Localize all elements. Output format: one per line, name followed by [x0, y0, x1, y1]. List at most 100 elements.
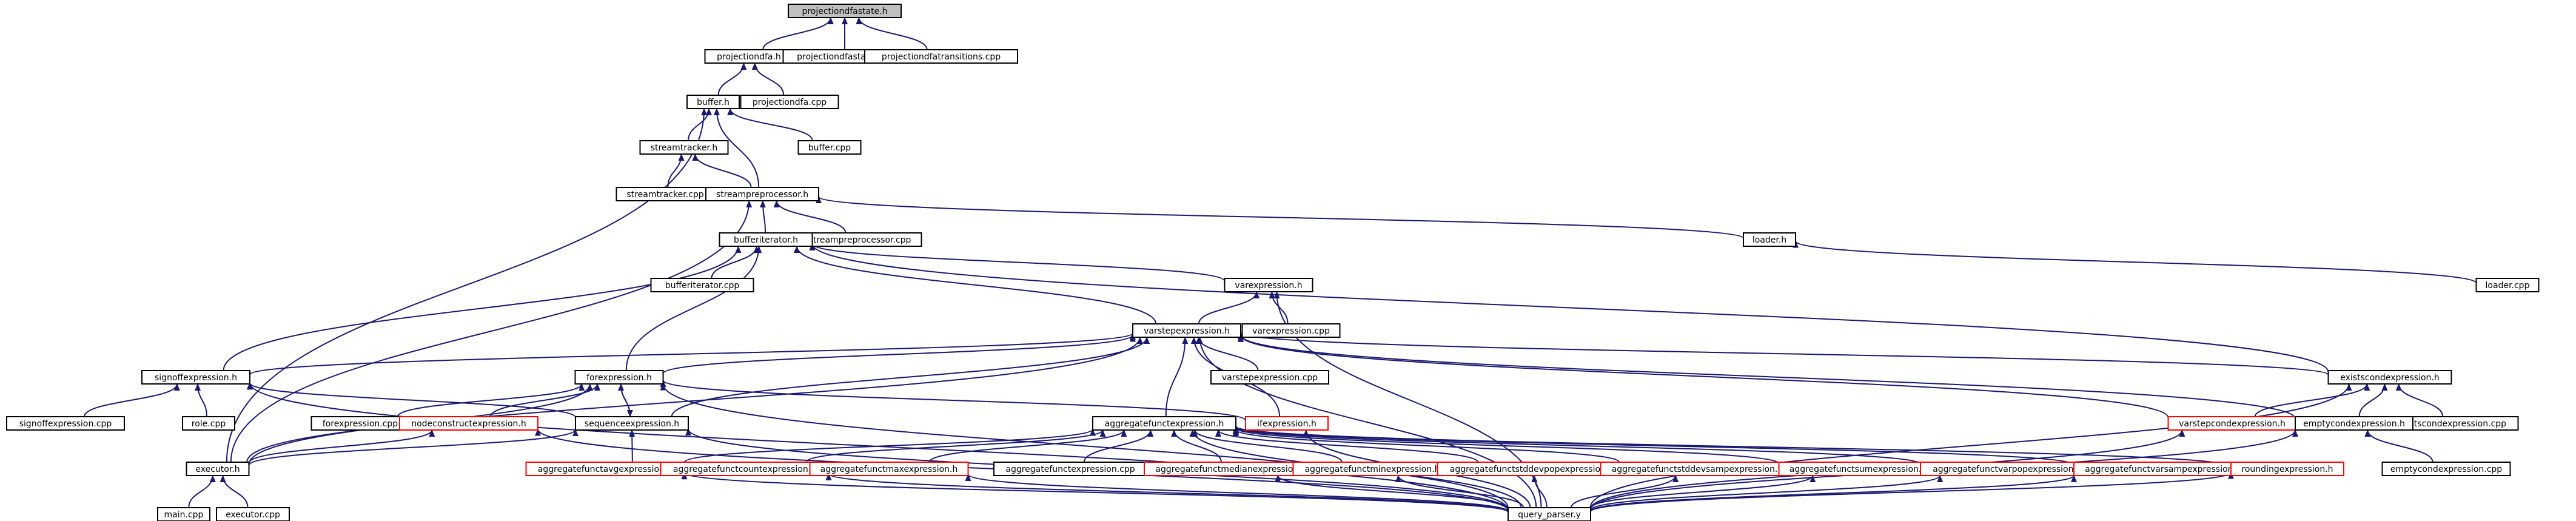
node-agg-varpop-h[interactable]: aggregatefunctvarpopexpression.h [1920, 462, 2095, 476]
node-label: streampreprocessor.cpp [809, 235, 911, 245]
node-box [1224, 278, 1313, 292]
node-label: streampreprocessor.h [716, 190, 808, 200]
nodes-layer: projectiondfastate.h projectiondfa.h proje… [6, 4, 2540, 521]
edge-query-parser-to-agg-median-h [1275, 475, 1509, 509]
node-label: aggregatefunctvarpopexpression.h [1933, 465, 2082, 474]
node-box [157, 507, 210, 521]
edge-forexpr-h-to-varstep-h [662, 334, 1136, 374]
node-streampre-h[interactable]: streampreprocessor.h [705, 187, 819, 201]
node-varexpr-cpp[interactable]: varexpression.cpp [1241, 323, 1341, 338]
node-signoff-cpp[interactable]: signoffexpression.cpp [6, 416, 125, 431]
node-box [639, 140, 729, 155]
edge-emptycond-h-to-exists-h [2358, 383, 2388, 417]
edge-query-parser-to-rounding-h [1590, 471, 2234, 513]
node-main-cpp[interactable]: main.cpp [157, 507, 210, 521]
node-varstepcond-h[interactable]: varstepcondexpression.h [2167, 416, 2297, 431]
node-box [1132, 323, 1241, 338]
node-emptycond-h[interactable]: emptycondexpression.h [2295, 416, 2413, 431]
node-label: emptycondexpression.cpp [2390, 465, 2502, 474]
node-bufit-h[interactable]: bufferiterator.h [719, 232, 813, 247]
node-label: existscondexpression.cpp [2397, 419, 2506, 429]
edge-agg-avg-h-to-aggfunc-h [683, 428, 1096, 463]
edge-executor-h-to-nodecon-h [248, 429, 435, 464]
edge-loader-h-to-streampre-h [816, 196, 1744, 239]
edge-seqexpr-h-to-varstep-h [671, 337, 1150, 417]
node-label: varstepcondexpression.h [2179, 419, 2286, 429]
node-streamtracker-h[interactable]: streamtracker.h [639, 140, 729, 155]
node-agg-avg-h[interactable]: aggregatefunctavgexpression.h [525, 462, 685, 476]
node-loader-cpp[interactable]: loader.cpp [2475, 278, 2540, 292]
node-executor-cpp[interactable]: executor.cpp [216, 507, 290, 521]
edge-signoff-cpp-to-signoff-h [84, 383, 180, 417]
node-query-parser[interactable]: query_parser.y [1508, 507, 1591, 521]
node-agg-max-h[interactable]: aggregatefunctmaxexpression.h [809, 462, 969, 476]
node-agg-cpp[interactable]: aggregatefunctexpression.cpp [993, 462, 1147, 476]
node-label: loader.cpp [2486, 281, 2530, 291]
node-box [1241, 323, 1341, 338]
node-label: buffer.h [697, 98, 730, 107]
node-agg-varsamp-h[interactable]: aggregatefunctvarsampexpression.h [2073, 462, 2253, 476]
node-role-cpp[interactable]: role.cpp [182, 416, 235, 431]
node-executor-h[interactable]: executor.h [186, 462, 250, 476]
node-pdfa-trans-cpp[interactable]: projectiondfatransitions.cpp [864, 49, 1018, 64]
node-label: bufferiterator.h [734, 235, 798, 245]
node-varstep-cpp[interactable]: varstepexpression.cpp [1210, 370, 1329, 385]
node-box [705, 187, 819, 201]
node-ifexpr-h[interactable]: ifexpression.h [1245, 416, 1329, 431]
edge-agg-count-h-to-aggfunc-h [805, 429, 1106, 463]
node-box [809, 462, 969, 476]
node-agg-stddevsamp-h[interactable]: aggregatefunctstddevsampexpression.h [1600, 462, 1795, 476]
edge-main-cpp-to-executor-h [188, 475, 216, 508]
edge-varstepcond-h-to-varstep-h [1238, 334, 2169, 418]
node-label: executor.cpp [226, 510, 280, 520]
edge-signoff-h-to-varstep-h [249, 332, 1136, 375]
node-emptycond-cpp[interactable]: emptycondexpression.cpp [2381, 462, 2511, 476]
node-box [575, 416, 689, 431]
node-nodecon-h[interactable]: nodeconstructexpression.h [399, 416, 538, 431]
edge-streamtracker-h-to-buffer-h [688, 108, 712, 141]
node-streampre-cpp[interactable]: streampreprocessor.cpp [797, 232, 922, 247]
edge-loader-cpp-to-loader-h [1793, 240, 2477, 284]
node-rounding-h[interactable]: roundingexpression.h [2230, 462, 2344, 476]
node-label: executor.h [195, 465, 240, 474]
node-agg-sum-h[interactable]: aggregatefunctsumexpression.h [1778, 462, 1938, 476]
node-box [2475, 278, 2540, 292]
node-bufit-cpp[interactable]: bufferiterator.cpp [650, 278, 754, 292]
node-pdfa-state-h[interactable]: projectiondfastate.h [788, 4, 902, 18]
node-forexpr-cpp[interactable]: forexpression.cpp [310, 416, 410, 431]
node-agg-median-h[interactable]: aggregatefunctmedianexpression.h [1144, 462, 1318, 476]
edge-varexpr-h-to-bufit-h [809, 243, 1226, 282]
edge-agg-median-h-to-aggfunc-h [1171, 429, 1222, 463]
node-agg-stddevpop-h[interactable]: aggregatefunctstddevpopexpression.h [1437, 462, 1627, 476]
edge-query-parser-to-agg-avg-h [681, 472, 1509, 513]
node-seqexpr-h[interactable]: sequenceexpression.h [575, 416, 689, 431]
node-pdfa-h[interactable]: projectiondfa.h [704, 49, 794, 64]
node-forexpr-h[interactable]: forexpression.h [574, 370, 664, 385]
node-label: aggregatefunctminexpression.h [1304, 465, 1440, 474]
edge-query-parser-to-exists-h [1589, 383, 2352, 508]
edge-agg-sum-h-to-aggfunc-h [1233, 427, 1780, 465]
node-signoff-h[interactable]: signoffexpression.h [141, 370, 250, 385]
edge-streampre-h-to-buffer-h [713, 108, 760, 188]
node-varstep-h[interactable]: varstepexpression.h [1132, 323, 1241, 338]
node-streamtracker-cpp[interactable]: streamtracker.cpp [615, 187, 715, 201]
node-exists-h[interactable]: existscondexpression.h [2327, 370, 2452, 385]
edge-agg-stddevsamp-h-to-aggfunc-h [1233, 429, 1620, 463]
node-label: ifexpression.h [1257, 419, 1317, 429]
node-pdfa-cpp[interactable]: projectiondfa.cpp [740, 95, 839, 109]
edge-agg-min-h-to-aggfunc-h [1192, 429, 1343, 463]
node-aggfunc-h[interactable]: aggregatefunctexpression.h [1092, 416, 1236, 431]
node-loader-h[interactable]: loader.h [1743, 232, 1796, 247]
edge-aggfunc-h-to-varstep-h [1165, 337, 1189, 417]
edge-role-cpp-to-signoff-h [195, 383, 207, 417]
node-buffer-h[interactable]: buffer.h [686, 95, 740, 109]
node-agg-min-h[interactable]: aggregatefunctminexpression.h [1292, 462, 1452, 476]
node-label: signoffexpression.h [155, 373, 237, 383]
node-agg-count-h[interactable]: aggregatefunctcountexpression.h [660, 462, 830, 476]
node-buffer-cpp[interactable]: buffer.cpp [797, 140, 862, 155]
edge-varexpr-cpp-to-varexpr-h [1269, 291, 1289, 324]
node-label: aggregatefunctmaxexpression.h [820, 465, 958, 474]
node-exists-cpp[interactable]: existscondexpression.cpp [2384, 416, 2519, 431]
node-varexpr-h[interactable]: varexpression.h [1224, 278, 1313, 292]
edge-rounding-h-to-aggfunc-h [1233, 425, 2232, 468]
